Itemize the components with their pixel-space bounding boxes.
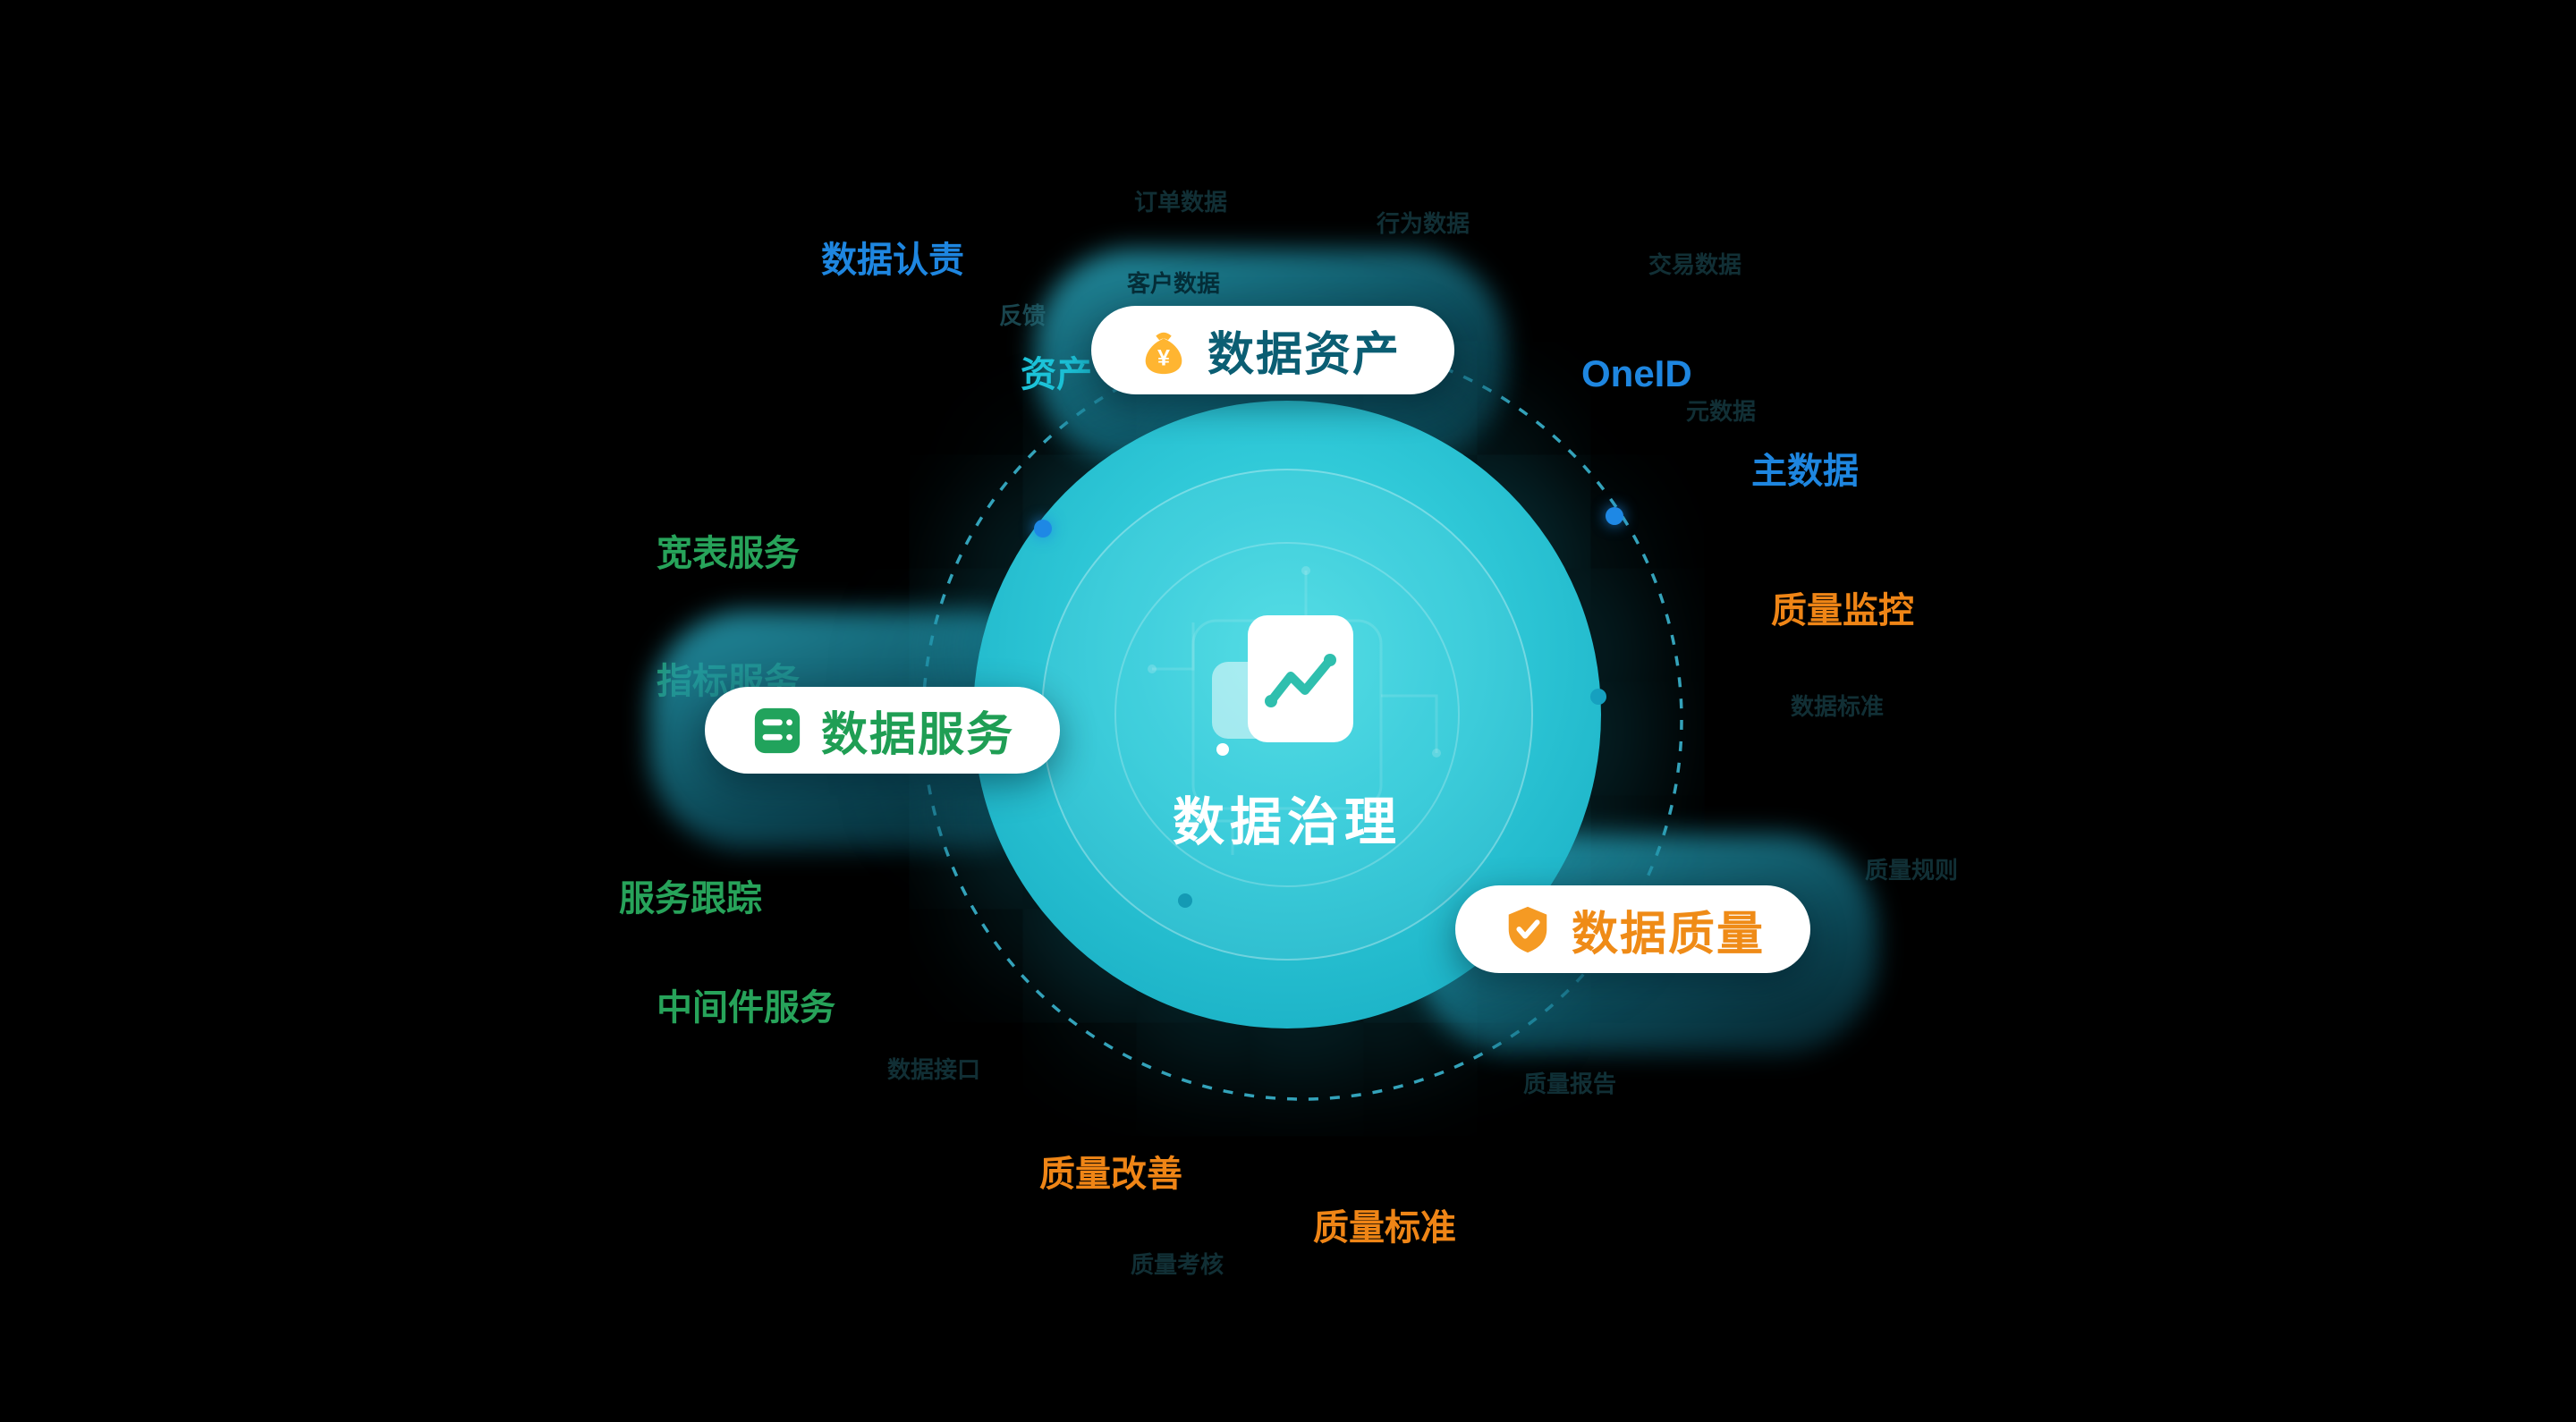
circuit-pattern-decoration (1148, 566, 1441, 855)
chart-document-icon (1207, 608, 1368, 760)
data-stack-icon (751, 705, 803, 757)
label-asset-partial: 资产 (1021, 355, 1092, 394)
faint-label: 质量报告 (1523, 1071, 1617, 1097)
label-service-tracking: 服务跟踪 (619, 879, 762, 918)
inner-ring-inner (1114, 542, 1460, 887)
faint-label: 数据标准 (1791, 693, 1885, 720)
label-middleware-service: 中间件服务 (657, 988, 835, 1028)
label-customer-data: 客户数据 (1127, 270, 1221, 297)
orbit-dot (1034, 520, 1052, 537)
faint-label: 订单数据 (1134, 189, 1228, 216)
center-title: 数据治理 (1172, 793, 1402, 851)
pill-data-service[interactable]: 数据服务 (705, 687, 1060, 774)
label-oneid: OneID (1581, 352, 1692, 394)
label-feedback: 反馈 (999, 302, 1046, 329)
pill-data-service-label: 数据服务 (821, 709, 1015, 761)
orbit-dot (1178, 893, 1192, 908)
label-master-data: 主数据 (1751, 452, 1859, 491)
svg-text:¥: ¥ (1157, 345, 1170, 370)
shield-check-icon (1502, 903, 1554, 955)
label-quality-improve: 质量改善 (1039, 1155, 1182, 1194)
orbit-dot (1606, 507, 1623, 525)
orbit-dot (1590, 689, 1606, 705)
label-data-responsibility: 数据认责 (821, 241, 964, 280)
pill-data-quality-label: 数据质量 (1572, 908, 1766, 961)
faint-label: 质量考核 (1131, 1251, 1224, 1278)
pill-data-asset[interactable]: ¥ 数据资产 (1091, 306, 1454, 394)
faint-label: 行为数据 (1377, 210, 1470, 237)
faint-label: 元数据 (1686, 398, 1757, 425)
money-bag-icon: ¥ (1138, 325, 1190, 377)
label-wide-table-service: 宽表服务 (657, 534, 800, 573)
pill-data-quality[interactable]: 数据质量 (1455, 885, 1810, 973)
faint-label: 数据接口 (887, 1056, 981, 1083)
pill-data-asset-label: 数据资产 (1208, 329, 1402, 381)
label-quality-standard: 质量标准 (1313, 1208, 1456, 1248)
faint-label: 质量规则 (1865, 857, 1959, 884)
label-quality-monitor: 质量监控 (1771, 591, 1914, 631)
faint-label: 交易数据 (1648, 251, 1742, 278)
